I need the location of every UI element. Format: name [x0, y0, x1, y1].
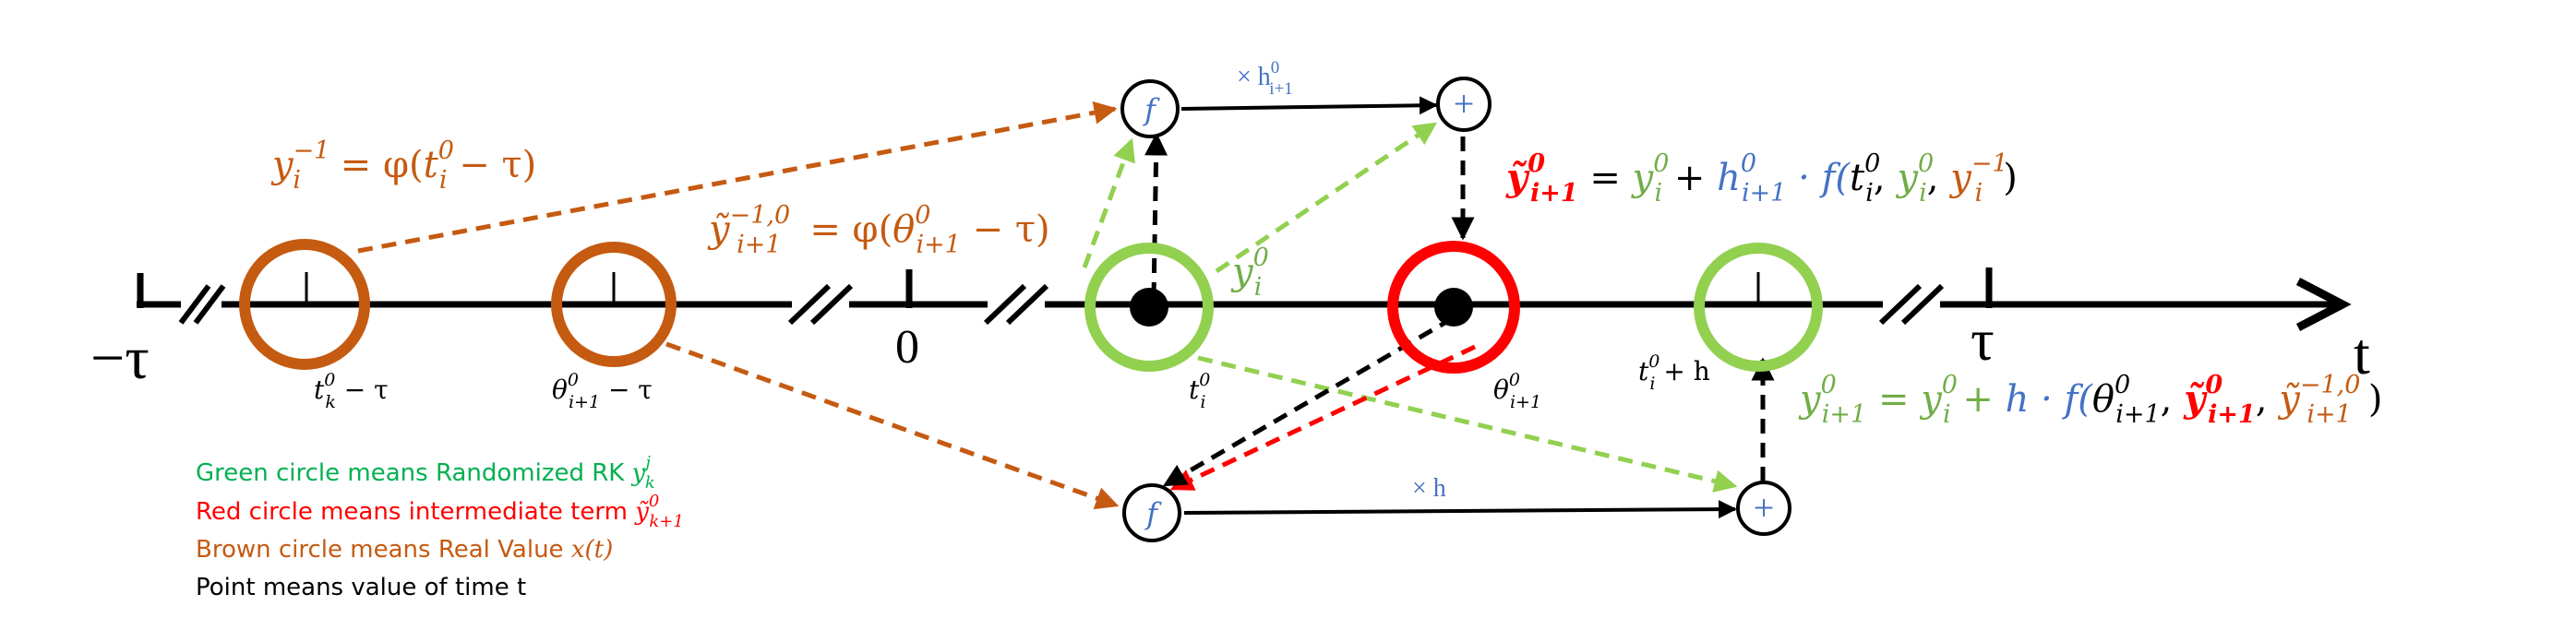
red-arrow-to-f-bottom — [1169, 344, 1477, 492]
brown-dashed-arrows — [357, 101, 1120, 510]
solid-arrow-f-bottom-to-plus-bottom — [1183, 500, 1737, 519]
f-node-bottom: f — [1122, 483, 1181, 542]
brown-circle-tk-minus-tau — [239, 239, 370, 370]
edge-label-times-h-bottom: × h — [1412, 474, 1446, 503]
point-ti — [1130, 288, 1168, 327]
green-circle-ti — [1084, 243, 1214, 372]
solid-arrows — [1180, 96, 1737, 519]
red-dashed-arrows — [1169, 344, 1477, 492]
green-arrow-to-plus-bottom — [1197, 355, 1738, 493]
brown-arrow-to-f-top — [357, 101, 1118, 254]
legend-brown: Brown circle means Real Value x(t) — [196, 536, 613, 564]
axis-label-t: t — [2354, 321, 2370, 386]
red-circle-theta — [1387, 241, 1520, 374]
axis-break-1 — [178, 284, 226, 325]
svg-text:+: + — [1454, 83, 1475, 125]
axis-break-4 — [1878, 283, 1945, 326]
green-arrow-to-plus-top — [1215, 121, 1438, 274]
axis-label-zero: 0 — [895, 321, 919, 374]
axis-label-minus-tau: −τ — [90, 325, 150, 392]
axis-label-tau: τ — [1971, 307, 1995, 373]
brown-arrow-to-f-bottom — [665, 341, 1120, 510]
point-theta — [1434, 288, 1473, 327]
brown-circle-theta-minus-tau — [551, 242, 677, 367]
plus-node-bottom: + — [1736, 481, 1791, 536]
svg-text:+: + — [1754, 487, 1775, 529]
axis-break-3 — [983, 283, 1049, 326]
green-circle-ti-plus-h — [1694, 243, 1823, 372]
legend-black: Point means value of time t — [196, 574, 526, 601]
black-arrow-ti-to-f-top — [1144, 132, 1168, 298]
solid-arrow-f-top-to-plus-top — [1180, 96, 1438, 115]
plus-node-top: + — [1436, 77, 1492, 132]
f-node-top: f — [1120, 79, 1180, 138]
time-axis — [137, 267, 2352, 331]
green-dashed-arrows — [1082, 121, 1738, 493]
axis-break-2 — [787, 283, 854, 326]
